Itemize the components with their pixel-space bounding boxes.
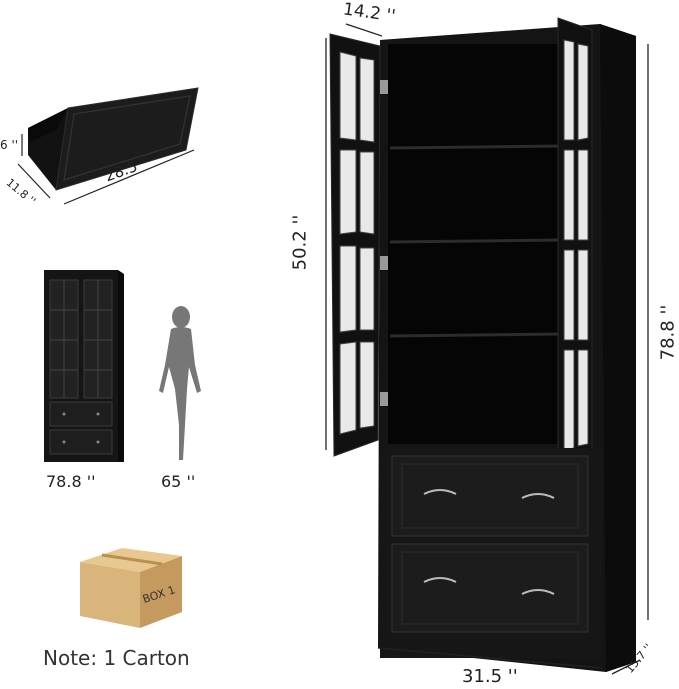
door-height-label: 50.2 '' (289, 214, 311, 271)
carton-note: Note: 1 Carton (43, 646, 190, 670)
person-silhouette-icon (159, 306, 201, 460)
main-cabinet-illustration (325, 17, 649, 675)
person-height-label: 65 '' (161, 472, 196, 491)
small-cabinet-height-label: 78.8 '' (46, 472, 96, 491)
total-height-label: 78.8 '' (657, 304, 679, 361)
drawer-height-label: 6 '' (0, 138, 19, 152)
drawer-illustration (17, 87, 199, 205)
shipping-box-icon: BOX 1 (80, 548, 182, 628)
small-cabinet-illustration (44, 270, 124, 462)
cabinet-width-label: 31.5 '' (462, 666, 518, 687)
